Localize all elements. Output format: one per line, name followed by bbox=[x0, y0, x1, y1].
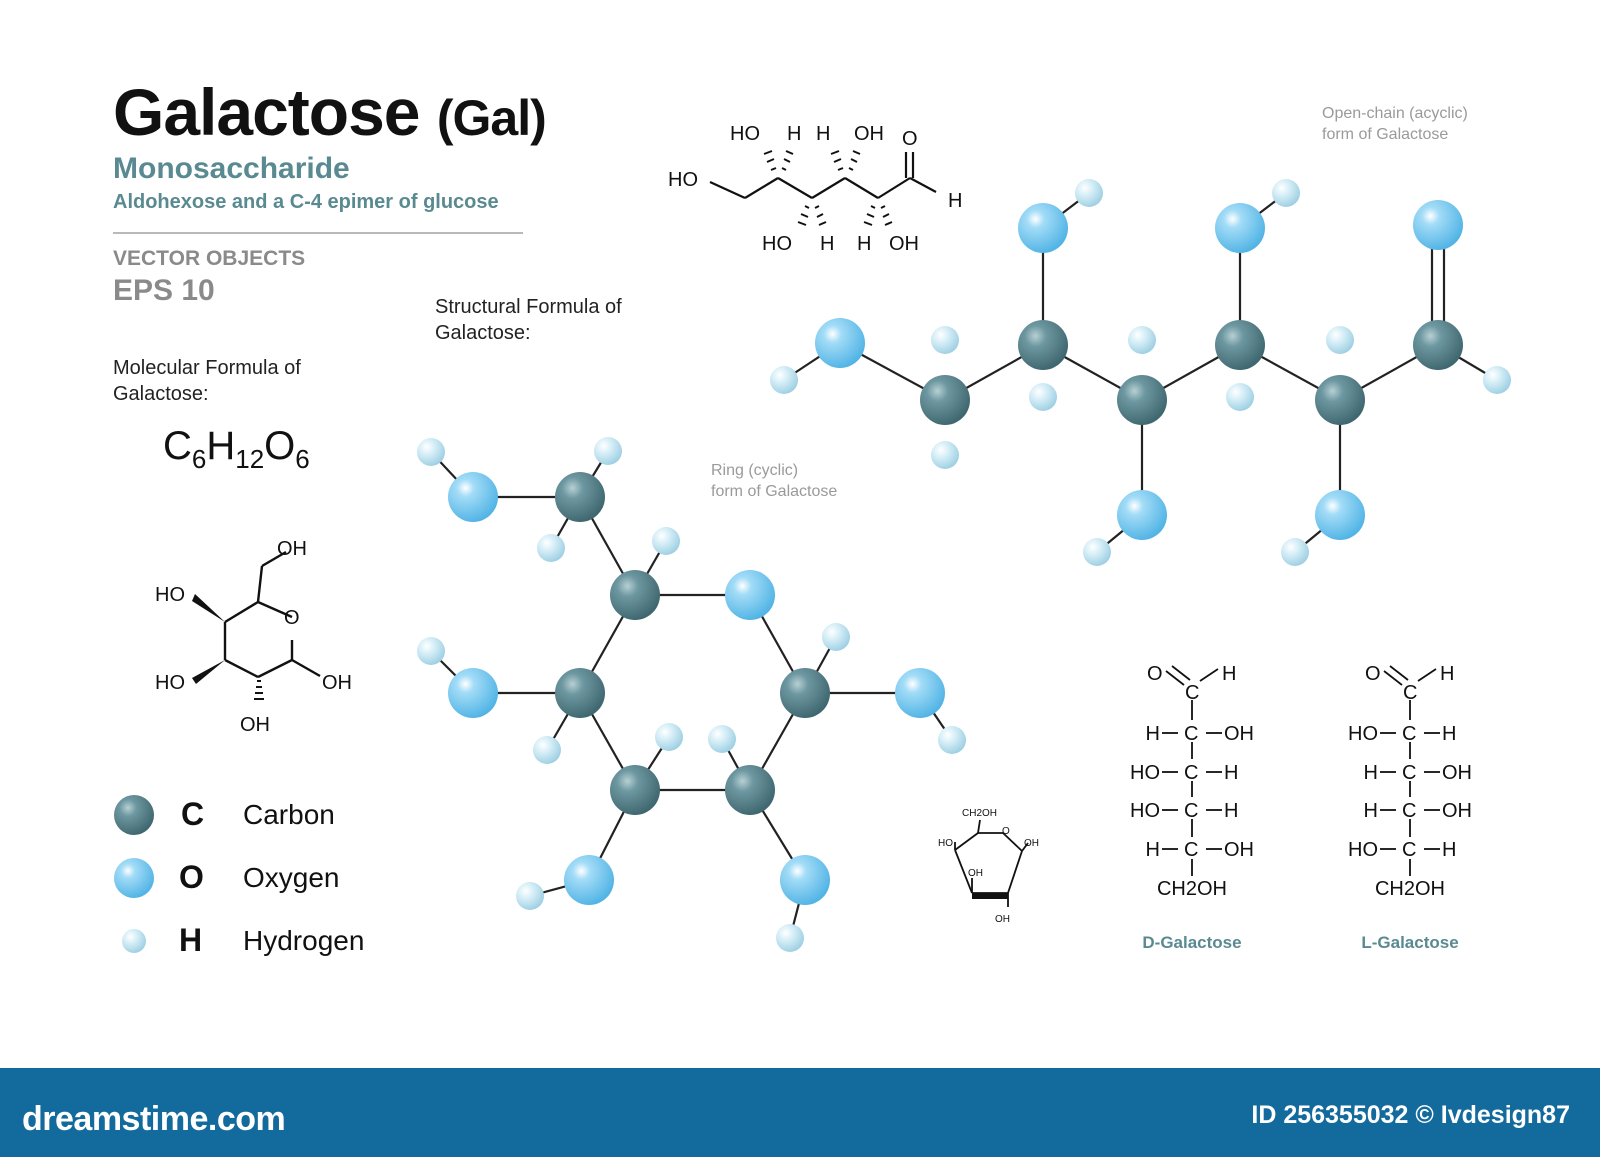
chair-o-ring: O bbox=[1002, 826, 1010, 837]
skeletal-oh-2: OH bbox=[889, 233, 919, 255]
open-chain-skeletal bbox=[709, 150, 937, 226]
legend-hydrogen-name: Hydrogen bbox=[243, 925, 365, 956]
l-row1-right: H bbox=[1442, 723, 1456, 745]
open-chain-caption: Open-chain (acyclic) form of Galactose bbox=[1322, 103, 1468, 145]
legend-oxygen-name: Oxygen bbox=[243, 862, 340, 893]
legend-carbon-name: Carbon bbox=[243, 799, 335, 830]
d-top-h: H bbox=[1222, 663, 1236, 685]
skeletal-h-4: H bbox=[857, 233, 871, 255]
chair-ch2oh: CH2OH bbox=[962, 808, 997, 819]
haworth-ho-lower: HO bbox=[155, 672, 185, 694]
description: Aldohexose and a C-4 epimer of glucose bbox=[113, 191, 499, 213]
d-row1-left: H bbox=[1146, 723, 1160, 745]
skeletal-h-2: H bbox=[816, 123, 830, 145]
haworth-oh-top: OH bbox=[277, 538, 307, 560]
d-row4-left: H bbox=[1146, 839, 1160, 861]
haworth-ring-o: O bbox=[284, 607, 300, 629]
open-chain-caption-line1: Open-chain (acyclic) bbox=[1322, 105, 1468, 122]
l-row3-right: OH bbox=[1442, 800, 1472, 822]
open-chain-model bbox=[770, 179, 1511, 566]
skeletal-ho-2: HO bbox=[762, 233, 792, 255]
haworth-oh-right: OH bbox=[322, 672, 352, 694]
l-row4-left: HO bbox=[1348, 839, 1378, 861]
l-top-c: C bbox=[1403, 682, 1417, 704]
d-row1-c: C bbox=[1184, 723, 1198, 745]
molecular-formula-label-line1: Molecular Formula of bbox=[113, 357, 301, 379]
molecular-formula: C6H12O6 bbox=[163, 424, 310, 474]
chair-ho-left: HO bbox=[938, 838, 953, 849]
l-galactose-label: L-Galactose bbox=[1361, 933, 1458, 952]
d-row2-right: H bbox=[1224, 762, 1238, 784]
l-row2-c: C bbox=[1402, 762, 1416, 784]
ring-caption-line1: Ring (cyclic) bbox=[711, 462, 799, 479]
l-top-h: H bbox=[1440, 663, 1454, 685]
l-row2-left: H bbox=[1364, 762, 1378, 784]
l-top-o: O bbox=[1365, 663, 1381, 685]
chair-oh-bottom: OH bbox=[995, 914, 1010, 925]
legend-oxygen-sphere bbox=[114, 858, 154, 898]
legend-hydrogen-sphere bbox=[122, 929, 146, 953]
fischer-d-galactose: O H C H C OH HO C H HO C H H C OH CH2OH … bbox=[1130, 663, 1254, 952]
d-top-o: O bbox=[1147, 663, 1163, 685]
l-row3-left: H bbox=[1364, 800, 1378, 822]
footer-bar bbox=[0, 1068, 1600, 1157]
l-row1-left: HO bbox=[1348, 723, 1378, 745]
chair-conformation bbox=[954, 819, 1029, 907]
legend-oxygen-symbol: O bbox=[179, 859, 204, 895]
d-row2-left: HO bbox=[1130, 762, 1160, 784]
structural-formula-label-line2: Galactose: bbox=[435, 322, 531, 344]
skeletal-h-1: H bbox=[787, 123, 801, 145]
l-row4-right: H bbox=[1442, 839, 1456, 861]
chair-oh-mid: OH bbox=[968, 868, 983, 879]
skeletal-oh-1: OH bbox=[854, 123, 884, 145]
format-label: EPS 10 bbox=[113, 274, 215, 307]
haworth-oh-bottom: OH bbox=[240, 714, 270, 736]
footer-brand[interactable]: dreamstime.com bbox=[22, 1100, 286, 1138]
legend-spheres bbox=[114, 795, 154, 953]
d-row2-c: C bbox=[1184, 762, 1198, 784]
l-row2-right: OH bbox=[1442, 762, 1472, 784]
d-row3-c: C bbox=[1184, 800, 1198, 822]
haworth-structure bbox=[192, 550, 321, 700]
vector-label: VECTOR OBJECTS bbox=[113, 247, 306, 270]
l-row4-c: C bbox=[1402, 839, 1416, 861]
molecular-formula-label-line2: Galactose: bbox=[113, 383, 209, 405]
title-abbreviation: (Gal) bbox=[436, 90, 547, 146]
l-row1-c: C bbox=[1402, 723, 1416, 745]
molecule-diagrams: OH HO O HO OH OH HO H H OH O HO H HO H H… bbox=[114, 123, 1511, 953]
d-row3-right: H bbox=[1224, 800, 1238, 822]
structural-formula-label: Structural Formula of Galactose: bbox=[435, 294, 622, 346]
ring-model bbox=[417, 437, 966, 952]
d-galactose-label: D-Galactose bbox=[1142, 933, 1241, 952]
legend-carbon-sphere bbox=[114, 795, 154, 835]
fischer-l-galactose: O H C HO C H H C OH H C OH HO C H CH2OH … bbox=[1348, 663, 1472, 952]
haworth-ho-upper: HO bbox=[155, 584, 185, 606]
structural-formula-label-line1: Structural Formula of bbox=[435, 296, 622, 318]
legend-hydrogen-symbol: H bbox=[179, 922, 203, 958]
d-bottom: CH2OH bbox=[1157, 878, 1227, 900]
page-title: Galactose (Gal) bbox=[113, 74, 547, 150]
skeletal-ho-1: HO bbox=[730, 123, 760, 145]
d-row3-left: HO bbox=[1130, 800, 1160, 822]
d-top-c: C bbox=[1185, 682, 1199, 704]
skeletal-h-end: H bbox=[948, 190, 962, 212]
skeletal-ho-end: HO bbox=[668, 169, 698, 191]
chair-oh-right: OH bbox=[1024, 838, 1039, 849]
l-bottom: CH2OH bbox=[1375, 878, 1445, 900]
title-name: Galactose bbox=[113, 75, 420, 149]
legend-carbon-symbol: C bbox=[181, 796, 205, 832]
l-row3-c: C bbox=[1402, 800, 1416, 822]
molecular-formula-label: Molecular Formula of Galactose: bbox=[113, 355, 301, 407]
ring-form-caption: Ring (cyclic) form of Galactose bbox=[711, 460, 837, 502]
divider bbox=[113, 232, 523, 234]
skeletal-o: O bbox=[902, 128, 918, 150]
open-chain-caption-line2: form of Galactose bbox=[1322, 126, 1449, 143]
ring-caption-line2: form of Galactose bbox=[711, 483, 838, 500]
subtitle: Monosaccharide bbox=[113, 152, 350, 185]
d-row4-right: OH bbox=[1224, 839, 1254, 861]
d-row1-right: OH bbox=[1224, 723, 1254, 745]
skeletal-h-3: H bbox=[820, 233, 834, 255]
d-row4-c: C bbox=[1184, 839, 1198, 861]
footer-stock-id: ID 256355032 © Ivdesign87 bbox=[1251, 1101, 1570, 1129]
